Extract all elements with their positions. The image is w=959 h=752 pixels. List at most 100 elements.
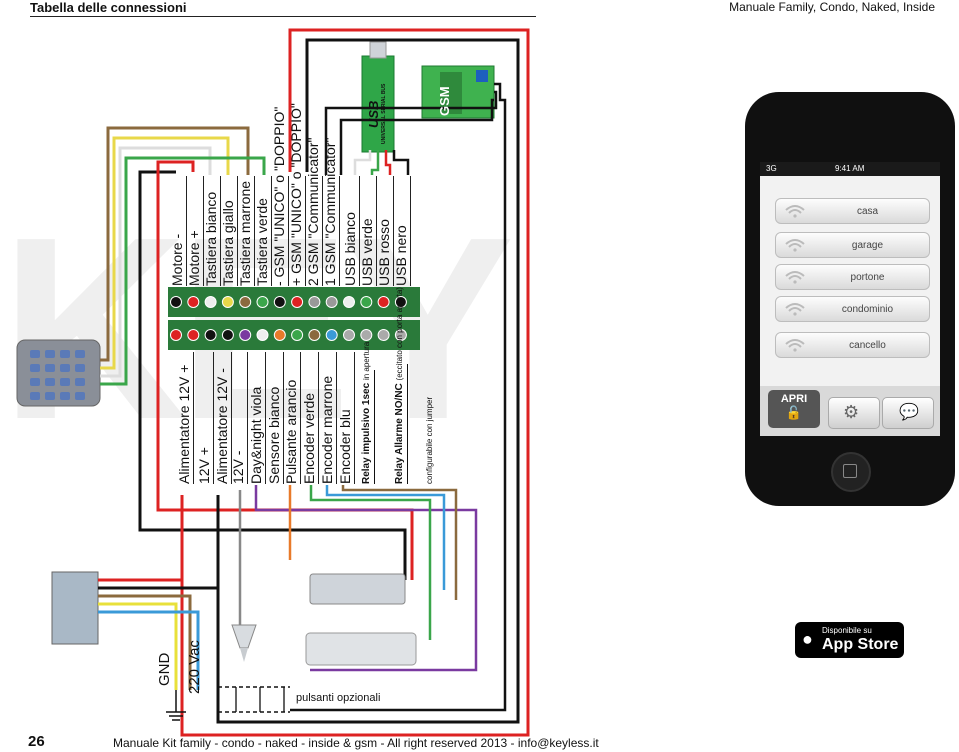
apri-button[interactable]: APRI 🔓 (768, 390, 820, 428)
top-label-2: Motore + (186, 176, 204, 286)
terminal-bottom-14 (394, 329, 407, 341)
terminal-bottom-10 (325, 329, 338, 341)
wifi-icon (785, 303, 805, 316)
phone-button-4[interactable]: condominio (775, 296, 930, 322)
home-square-icon (843, 464, 857, 478)
top-label-14: USB nero (393, 176, 411, 286)
terminal-top-14 (394, 296, 407, 308)
terminal-bottom-8 (291, 329, 304, 341)
terminal-bottom-9 (308, 329, 321, 341)
top-label-3: Tastiera bianco (203, 176, 221, 286)
phone-button-5[interactable]: cancello (775, 332, 930, 358)
top-label-13: USB rosso (376, 176, 394, 286)
apri-label: APRI (780, 393, 808, 405)
phone-button-label: cancello (849, 339, 886, 351)
top-label-12: USB verde (359, 176, 377, 286)
messages-button[interactable]: 💬 (882, 397, 934, 429)
terminal-top-12 (360, 296, 373, 308)
app-store-badge[interactable]: ● Disponibile su App Store (795, 622, 904, 658)
terminal-bottom-1 (170, 329, 182, 341)
terminal-dots-bottom (170, 329, 407, 341)
terminal-top-11 (343, 296, 355, 308)
power-supply-icon (51, 571, 99, 645)
motor-power-wires (138, 28, 530, 737)
usb-module-label: USB (366, 100, 381, 128)
phone-button-label: portone (850, 271, 885, 283)
terminal-dots-top (170, 296, 407, 308)
terminal-bottom-2 (187, 329, 200, 341)
terminal-top-2 (187, 296, 200, 308)
wifi-icon (785, 339, 805, 352)
terminal-bottom-11 (343, 329, 355, 341)
top-label-8: + GSM "UNICO" o "DOPPIO" (288, 103, 306, 286)
vac-label: 220 Vac (186, 640, 203, 694)
phone-status-bar: 3G 9:41 AM (760, 162, 940, 176)
top-label-7: - GSM "UNICO" o "DOPPIO" (271, 106, 289, 286)
terminal-top-4 (221, 296, 234, 308)
page-number: 26 (28, 733, 45, 750)
footer-text: Manuale Kit family - condo - naked - ins… (113, 736, 599, 750)
push-button-icon (235, 687, 285, 712)
terminal-top-9 (308, 296, 321, 308)
apple-icon: ● (802, 629, 813, 649)
clock-label: 9:41 AM (835, 164, 865, 173)
phone-button-1[interactable]: casa (775, 198, 930, 224)
power-supply-wires (98, 578, 218, 690)
ground-symbol (166, 690, 186, 721)
gear-icon: ⚙ (843, 402, 860, 422)
bottom-label-10: Encoder blu (337, 352, 355, 484)
manual-title: Manuale Family, Condo, Naked, Inside (729, 0, 935, 14)
relay-impulsivo-label: Relay impulsivo 1sec in apertura (361, 342, 375, 484)
terminal-top-10 (325, 296, 338, 308)
relay1-subtitle: in apertura (362, 341, 371, 381)
gsm-module-icon (421, 65, 495, 119)
relay1-title: Relay impulsivo 1sec (361, 382, 372, 484)
gnd-label: GND (156, 652, 173, 686)
keypad-icon (16, 339, 101, 407)
header-rule (30, 16, 536, 17)
terminal-bottom-3 (204, 329, 217, 341)
terminal-bottom-12 (360, 329, 373, 341)
usb-module-sublabel: UNIVERSAL SERIAL BUS (381, 83, 387, 144)
usb-wires (353, 150, 410, 175)
bottom-label-6: Sensore bianco (266, 352, 284, 484)
app-store-line1: Disponibile su (822, 626, 872, 635)
app-store-line2: App Store (822, 636, 899, 653)
terminal-bottom-7 (273, 329, 286, 341)
encoder-icon (305, 632, 417, 666)
terminal-bottom-5 (239, 329, 252, 341)
terminal-top-8 (291, 296, 304, 308)
phone-button-2[interactable]: garage (775, 232, 930, 258)
bottom-label-2: 12V + (196, 352, 214, 484)
top-label-10: 1 GSM "Communicator" (322, 137, 340, 286)
phone-button-label: garage (851, 239, 884, 251)
optional-buttons-wires (218, 686, 290, 713)
carrier-label: 3G (766, 164, 777, 173)
phone-button-label: casa (856, 205, 879, 217)
terminal-bottom-4 (221, 329, 234, 341)
top-label-4: Tastiera giallo (220, 176, 238, 286)
bottom-label-7: Pulsante arancio (283, 352, 301, 484)
top-label-5: Tastiera marrone (237, 176, 255, 286)
relay-allarme-label: Relay Allarme NO/NC (eccitato con porta … (394, 287, 408, 484)
optional-buttons-label: pulsanti opzionali (296, 692, 381, 704)
terminal-top-1 (170, 296, 182, 308)
terminal-top-5 (239, 296, 252, 308)
bottom-label-9: Encoder marrone (319, 352, 337, 484)
motor-icon (309, 573, 406, 605)
bottom-label-8: Encoder verde (301, 352, 319, 484)
top-label-11: USB bianco (342, 176, 360, 286)
terminal-top-7 (273, 296, 286, 308)
top-label-9: 2 GSM "Communicator" (305, 137, 323, 286)
phone-button-label: condominio (841, 303, 894, 315)
wifi-icon (785, 205, 805, 218)
top-label-1: Motore - (169, 176, 187, 286)
home-button[interactable] (831, 452, 871, 492)
sensor-icon (231, 624, 257, 662)
wifi-icon (785, 239, 805, 252)
wifi-icon (785, 271, 805, 284)
settings-button[interactable]: ⚙ (828, 397, 880, 429)
phone-button-3[interactable]: portone (775, 264, 930, 290)
bottom-label-1: Alimentatore 12V + (176, 352, 194, 484)
